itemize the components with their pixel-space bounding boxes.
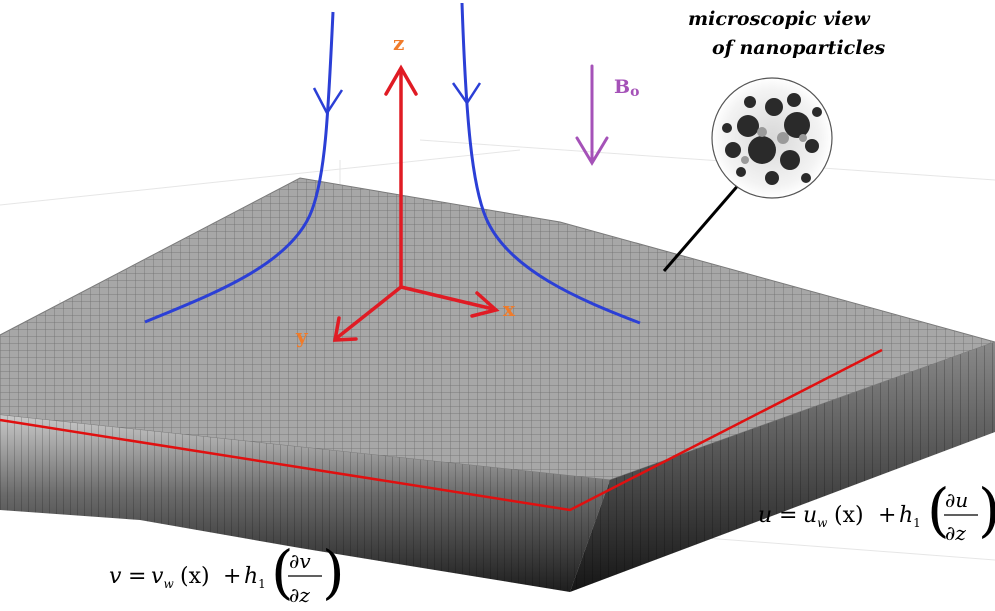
svg-text:=: =: [779, 503, 797, 528]
nanoparticle-inset: [662, 77, 833, 272]
field-line-left: [144, 11, 335, 324]
coordinate-axes: [332, 64, 500, 342]
svg-text:v: v: [109, 564, 122, 589]
svg-text:(: (: [271, 538, 294, 606]
svg-text:(x): (x): [180, 564, 210, 589]
svg-text:+: +: [223, 564, 241, 589]
y-axis-arrowhead: [332, 316, 358, 342]
svg-text:uw: uw: [803, 503, 828, 530]
x-axis-label: x: [503, 297, 516, 321]
sheet-right-face: [570, 342, 995, 592]
sheet-top-surface: [0, 177, 995, 481]
svg-text:(x): (x): [834, 503, 864, 528]
svg-text:u: u: [758, 503, 772, 528]
svg-text:∂z: ∂z: [945, 521, 966, 545]
x-axis: [399, 285, 495, 311]
sheet-red-line: [0, 348, 883, 512]
svg-text:(: (: [927, 476, 950, 544]
inset-pointer-line: [662, 174, 749, 272]
z-axis-label: z: [393, 31, 404, 55]
y-axis: [336, 285, 403, 339]
svg-text:∂z: ∂z: [289, 583, 310, 607]
svg-text:): ): [978, 476, 995, 544]
equation-u: u = uw (x) + h1 ( ∂u ∂z ): [758, 476, 995, 545]
svg-text:h1: h1: [244, 564, 266, 591]
y-axis-label: y: [295, 324, 309, 348]
svg-text:vw: vw: [151, 564, 174, 591]
svg-text:): ): [322, 538, 345, 606]
z-axis-arrowhead: [384, 64, 418, 96]
field-lines: [144, 2, 641, 325]
inset-caption-line2: of nanoparticles: [712, 37, 886, 59]
svg-text:h1: h1: [899, 503, 921, 530]
field-line-right: [460, 2, 641, 325]
x-axis-arrowhead: [470, 291, 500, 318]
equation-v: v = vw (x) + h1 ( ∂v ∂z ): [109, 538, 345, 607]
svg-text:+: +: [878, 503, 896, 528]
field-line-right-arrow: [451, 82, 482, 106]
svg-text:∂u: ∂u: [945, 488, 968, 512]
magnetic-field-label: Bo: [614, 76, 639, 100]
magnetic-field-arrow: [575, 64, 609, 166]
field-line-left-arrow: [312, 87, 344, 116]
svg-text:∂v: ∂v: [289, 549, 311, 573]
sheet-left-face: [0, 415, 610, 592]
nanoparticle-blobs: [722, 93, 822, 185]
inset-caption-line1: microscopic view: [688, 8, 871, 30]
svg-text:=: =: [128, 564, 146, 589]
